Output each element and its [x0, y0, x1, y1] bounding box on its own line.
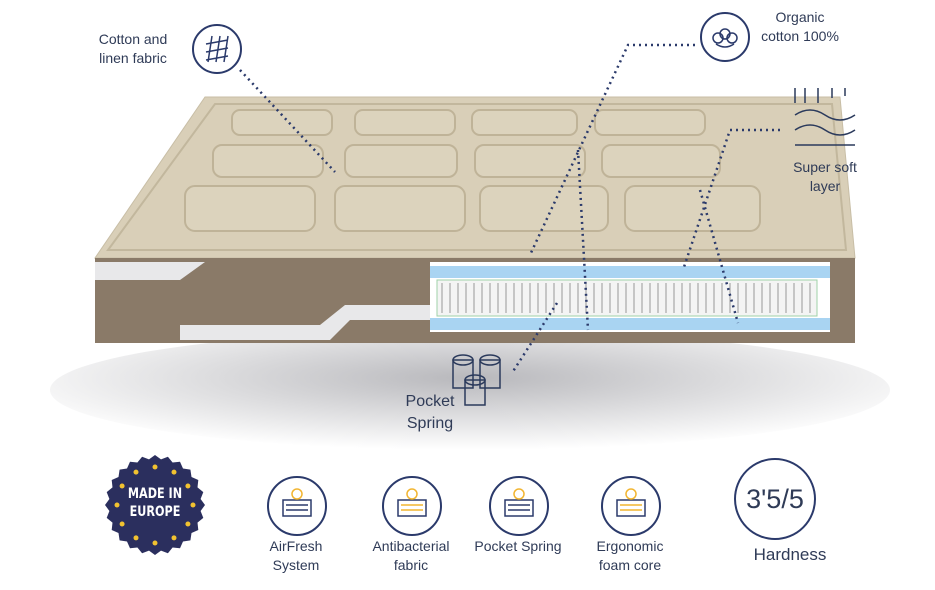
callout-lines	[239, 43, 780, 374]
star-icon	[185, 483, 191, 489]
mattress-shadow	[50, 330, 890, 450]
star-icon	[185, 521, 191, 527]
feature-label: AirFresh System	[269, 538, 323, 573]
badge-line1: MADE IN	[127, 486, 183, 502]
star-icon	[171, 535, 177, 541]
cotton-flower-icon	[700, 12, 750, 62]
super-soft-layer-icon	[794, 88, 856, 146]
pocket-spring-icon	[489, 476, 549, 536]
pocket-spring-drawing-icon	[452, 354, 501, 406]
star-icon	[190, 502, 196, 508]
star-icon	[171, 469, 177, 475]
fabric-weave-icon	[192, 24, 242, 74]
star-icon	[133, 469, 139, 475]
airfresh-icon	[267, 476, 327, 536]
feature-label: Antibacterial fabric	[372, 538, 450, 573]
organic-cotton-label: Organic cotton 100%	[761, 9, 839, 44]
star-icon	[133, 535, 139, 541]
star-icon	[152, 540, 158, 546]
made-in-europe-badge: MADE IN EUROPE	[105, 455, 205, 555]
badge-line2: EUROPE	[129, 504, 181, 520]
hardness-circle: 3'5/5	[734, 458, 816, 540]
antibacterial-icon	[382, 476, 442, 536]
ergonomic-foam-icon	[601, 476, 661, 536]
super-soft-label: Super soft layer	[793, 159, 857, 194]
feature-label: Pocket Spring	[474, 538, 562, 554]
pocket-spring-callout-label: Pocket Spring	[405, 393, 455, 432]
spring-coils	[441, 283, 811, 313]
star-icon	[119, 521, 125, 527]
star-icon	[152, 464, 158, 470]
star-icon	[114, 502, 120, 508]
feature-label: Ergonomic foam core	[596, 538, 664, 573]
hardness-label: Hardness	[753, 545, 827, 564]
hardness-value: 3'5/5	[746, 484, 804, 514]
quilted-panels	[184, 109, 761, 232]
cotton-linen-label: Cotton and linen fabric	[98, 31, 168, 66]
star-icon	[119, 483, 125, 489]
